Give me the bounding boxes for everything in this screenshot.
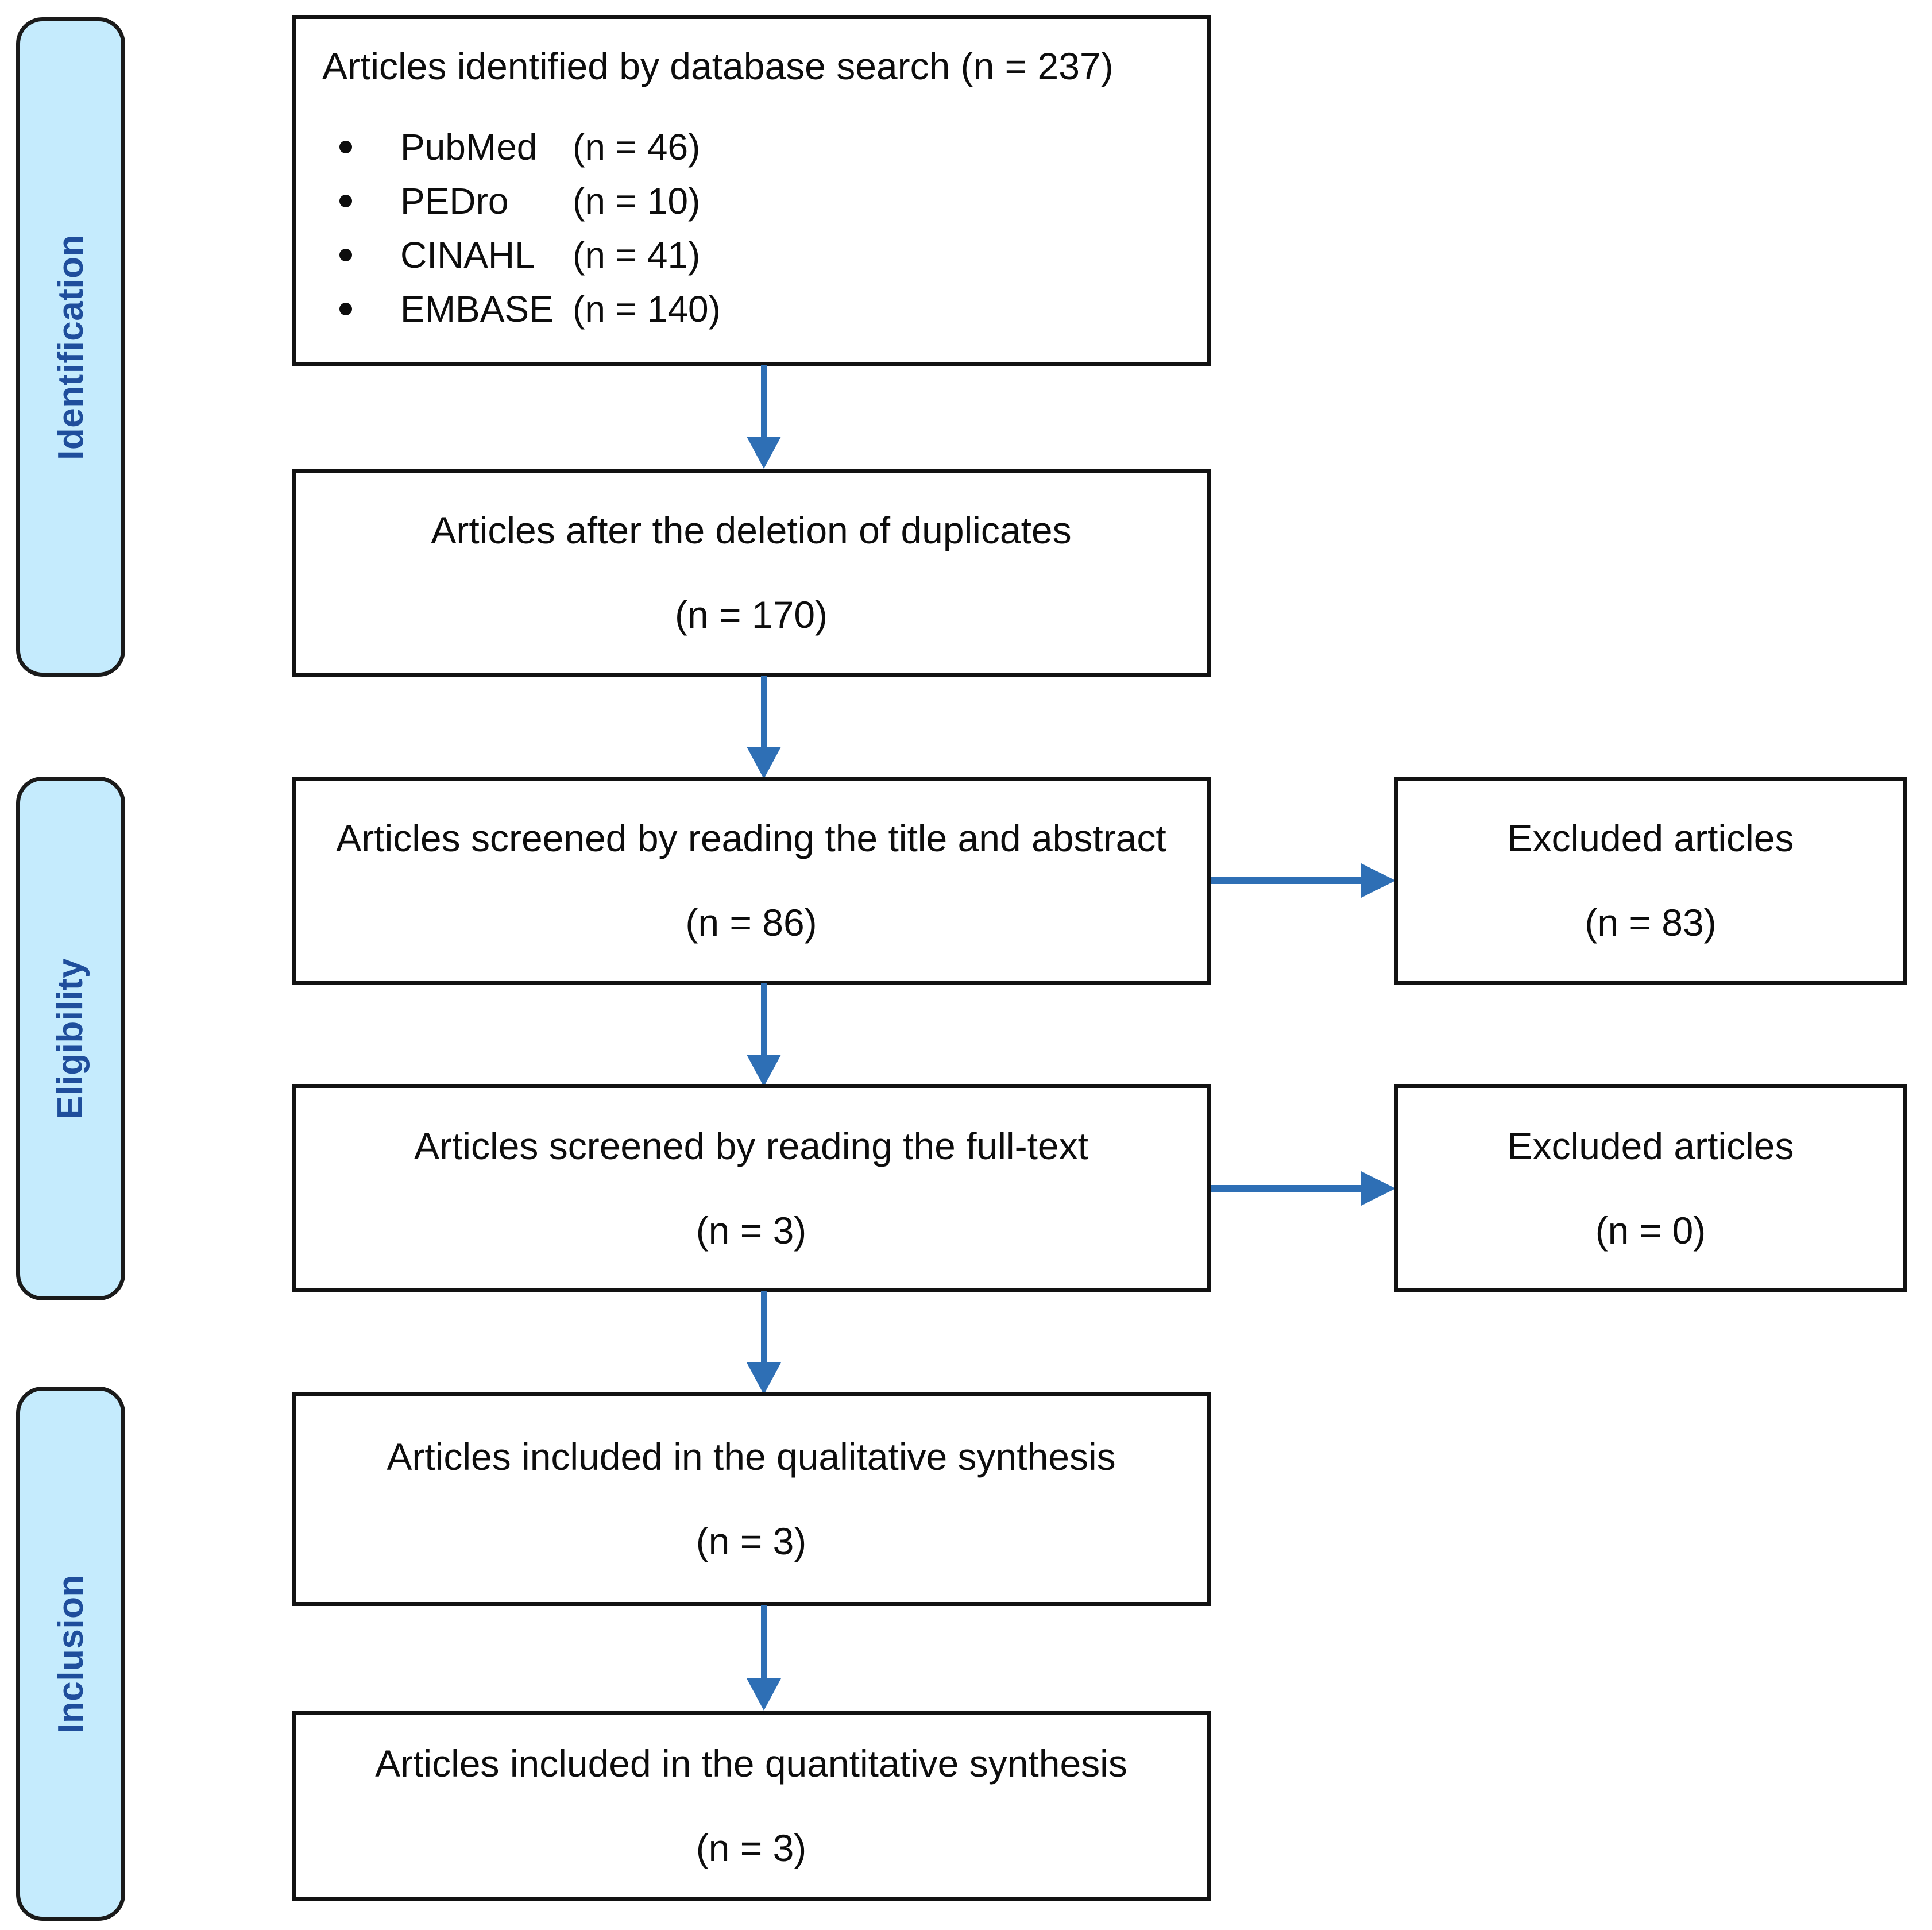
source-name: CINAHL (400, 234, 535, 276)
box-articles-identified: Articles identified by database search (… (292, 15, 1211, 366)
box-quantitative-synthesis: Articles included in the quantitative sy… (292, 1711, 1211, 1901)
box-excluded-full-text-count: (n = 0) (1595, 1209, 1706, 1252)
box-screened-title-abstract: Articles screened by reading the title a… (292, 777, 1211, 985)
arrow-deduplicated-to-screened-title (741, 676, 787, 780)
list-item: EMBASE (n = 140) (322, 291, 721, 327)
source-count: (n = 41) (573, 234, 701, 276)
arrow-fulltext-to-qualitative (741, 1291, 787, 1396)
source-name: EMBASE (400, 288, 554, 330)
stage-pill-inclusion: Inclusion (16, 1387, 125, 1921)
arrow-screened-title-to-screened-fulltext (741, 983, 787, 1088)
bullet-icon (339, 140, 352, 153)
box-qualitative-synthesis-count: (n = 3) (695, 1520, 807, 1562)
bullet-icon (339, 248, 352, 261)
box-excluded-title-abstract-title: Excluded articles (1507, 817, 1794, 860)
box-screened-full-text-count: (n = 3) (695, 1209, 807, 1252)
source-count: (n = 10) (573, 180, 701, 222)
box-screened-title-abstract-title: Articles screened by reading the title a… (336, 817, 1166, 860)
arrow-screened-title-to-excluded (1211, 858, 1397, 904)
source-count: (n = 46) (573, 126, 701, 168)
source-name: PubMed (400, 126, 538, 168)
source-name: PEDro (400, 180, 509, 222)
box-qualitative-synthesis-title: Articles included in the qualitative syn… (387, 1435, 1116, 1479)
box-screened-full-text: Articles screened by reading the full-te… (292, 1084, 1211, 1292)
box-excluded-full-text-title: Excluded articles (1507, 1125, 1794, 1168)
list-item: PubMed (n = 46) (322, 129, 721, 165)
list-item: CINAHL (n = 41) (322, 237, 721, 273)
box-quantitative-synthesis-count: (n = 3) (695, 1827, 807, 1869)
stage-label-eligibility: Eligibility (51, 958, 91, 1120)
stage-pill-eligibility: Eligibility (16, 777, 125, 1300)
source-count: (n = 140) (573, 288, 721, 330)
box-qualitative-synthesis: Articles included in the qualitative syn… (292, 1392, 1211, 1606)
stage-label-identification: Identification (51, 234, 91, 460)
stage-label-inclusion: Inclusion (51, 1574, 91, 1734)
box-screened-title-abstract-count: (n = 86) (685, 901, 817, 944)
stage-pill-identification: Identification (16, 17, 125, 677)
box-articles-identified-title: Articles identified by database search (… (322, 45, 1114, 87)
arrow-identified-to-deduplicated (741, 365, 787, 470)
arrow-qualitative-to-quantitative (741, 1605, 787, 1712)
box-excluded-full-text: Excluded articles (n = 0) (1394, 1084, 1907, 1292)
box-quantitative-synthesis-title: Articles included in the quantitative sy… (375, 1742, 1127, 1785)
box-articles-after-duplicates-title: Articles after the deletion of duplicate… (431, 509, 1072, 552)
bullet-icon (339, 194, 352, 207)
bullet-icon (339, 302, 352, 315)
box-articles-after-duplicates-count: (n = 170) (675, 593, 828, 636)
box-screened-full-text-title: Articles screened by reading the full-te… (414, 1125, 1088, 1168)
database-source-list: PubMed (n = 46) PEDro (n = 10) CINAHL (n… (322, 129, 721, 345)
box-articles-after-duplicates: Articles after the deletion of duplicate… (292, 469, 1211, 677)
arrow-screened-fulltext-to-excluded (1211, 1165, 1397, 1211)
list-item: PEDro (n = 10) (322, 183, 721, 219)
box-excluded-title-abstract: Excluded articles (n = 83) (1394, 777, 1907, 985)
box-excluded-title-abstract-count: (n = 83) (1585, 901, 1717, 944)
